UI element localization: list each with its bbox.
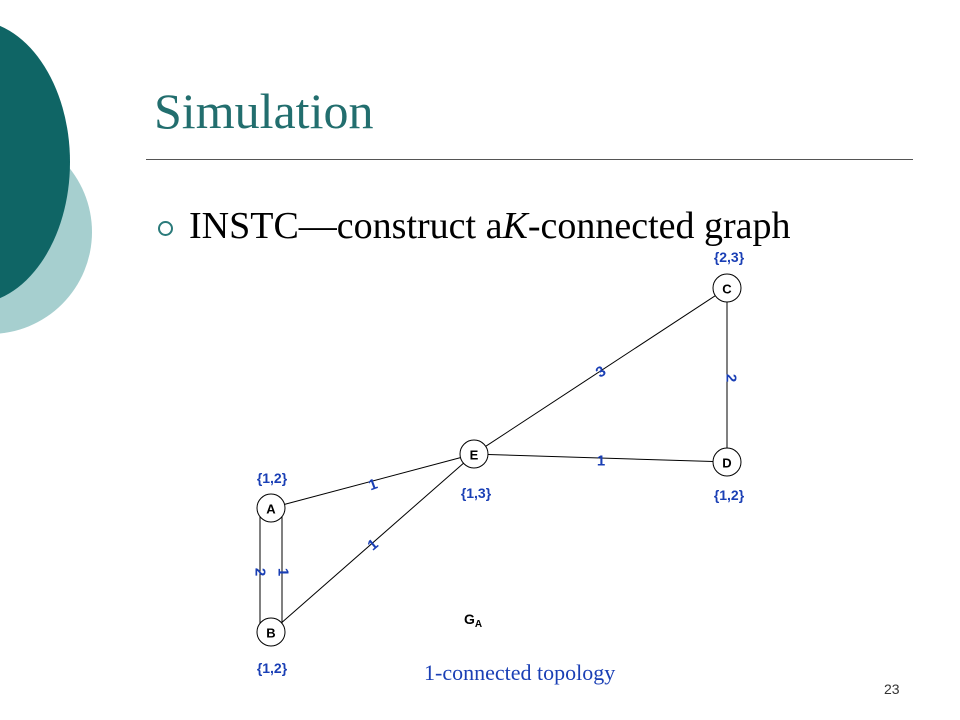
node-circle (712, 447, 742, 477)
edge-weight-label: 1 (275, 568, 292, 576)
bullet-text: INSTC—construct a K-connected graph (189, 204, 791, 248)
node-c: C (712, 273, 742, 303)
edge-weight-label: 1 (366, 476, 380, 495)
node-label: D (722, 456, 731, 471)
title-divider (146, 159, 913, 160)
edge-weight-label: 3 (593, 363, 610, 382)
edge-weight-label: 2 (723, 374, 740, 382)
node-set-label: {1,3} (461, 485, 492, 501)
node-set-label: {1,2} (257, 660, 288, 676)
node-a: A (256, 493, 286, 523)
edge-b-e (281, 462, 464, 624)
node-circle (459, 439, 489, 469)
node-b: B (256, 617, 286, 647)
node-d: D (712, 447, 742, 477)
bullet-text-prefix: INSTC—construct a (189, 205, 503, 247)
slide-number: 23 (884, 681, 900, 697)
edge-e-d (487, 453, 714, 463)
bullet-text-emphasis: K (502, 205, 528, 247)
node-circle (712, 273, 742, 303)
edge-e-c (485, 295, 716, 447)
slide-title: Simulation (154, 83, 374, 139)
node-label: B (266, 626, 275, 641)
node-circle (256, 493, 286, 523)
node-set-label: {2,3} (714, 249, 745, 265)
node-label: E (470, 448, 479, 463)
node-set-label: {1,2} (257, 470, 288, 486)
edge-weight-label: 2 (252, 568, 269, 576)
bullet-text-suffix: -connected graph (527, 205, 791, 247)
graph-label: GA (464, 611, 482, 630)
edge-a-e (284, 457, 461, 505)
bullet-item: INSTC—construct a K-connected graph (158, 204, 791, 248)
edge-weight-label: 1 (597, 453, 605, 470)
node-label: A (266, 502, 276, 517)
node-circle (256, 617, 286, 647)
edge-weight-label: 1 (364, 536, 381, 554)
node-set-label: {1,2} (714, 487, 745, 503)
node-label: C (722, 282, 732, 297)
topology-caption: 1-connected topology (424, 660, 616, 685)
node-e: E (459, 439, 489, 469)
bullet-ring-icon (158, 220, 173, 236)
